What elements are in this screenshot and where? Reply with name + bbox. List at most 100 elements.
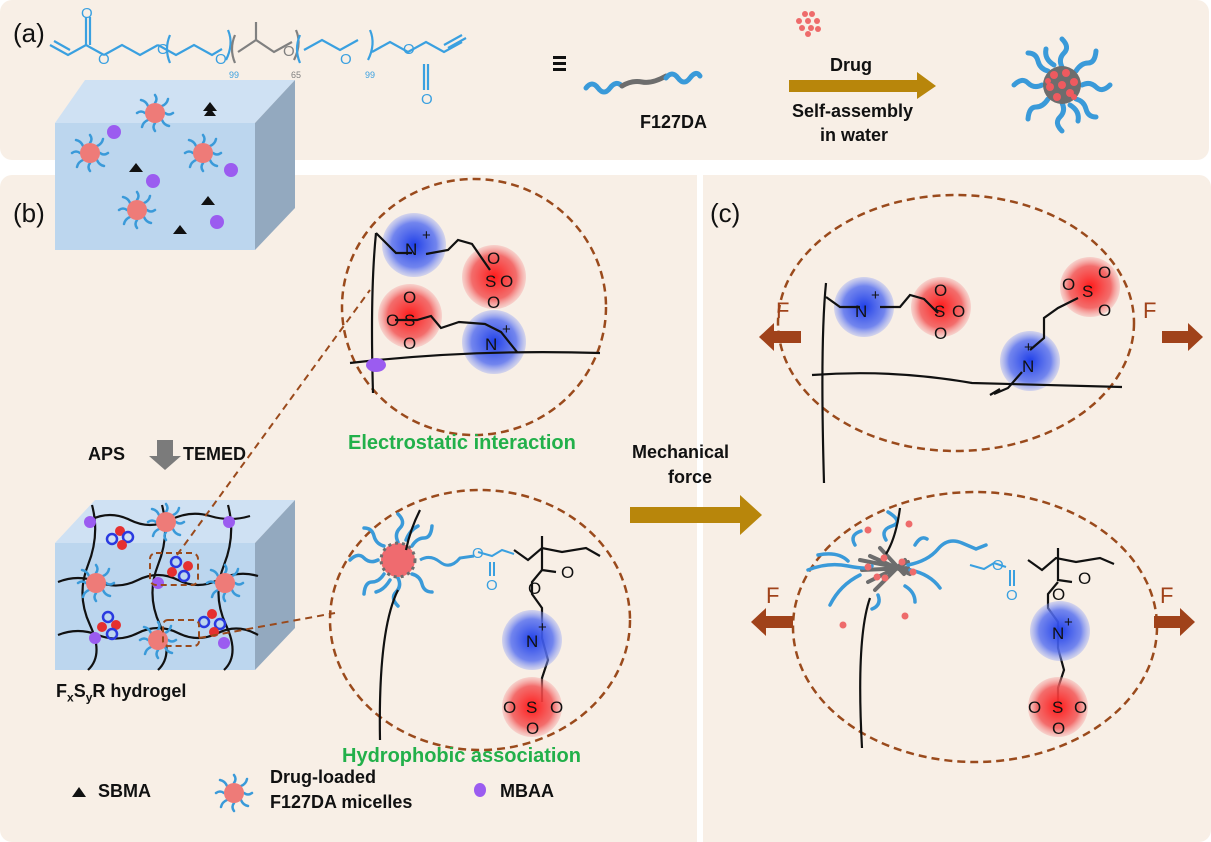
electrostatic-caption: Electrostatic interaction: [348, 432, 576, 454]
oxygen-label: O: [500, 272, 513, 291]
oxygen-label: O: [486, 577, 498, 594]
equivalence-symbol: [553, 56, 566, 71]
oxygen-label: O: [487, 249, 500, 268]
hydrogel-label-x: x: [67, 690, 74, 705]
charge-label: +: [502, 321, 511, 338]
legend-micelle-line1: Drug-loaded: [270, 767, 376, 787]
hydrophobic-zoom: O O O O N + S O O O: [328, 488, 632, 752]
self-assembly-arrow: [789, 72, 936, 99]
oxygen-label: O: [1098, 301, 1111, 320]
self-assembly-label-1: Self-assembly: [792, 101, 914, 121]
legend-icons: [72, 773, 486, 813]
repeat-count: 99: [229, 70, 239, 80]
panel-c-label: (c): [710, 198, 741, 228]
nitrogen-label: N: [526, 632, 538, 651]
atom-o: O: [215, 51, 227, 68]
mechanical-force-arrow: [630, 495, 762, 535]
force-arrow-right-top: [1162, 323, 1203, 351]
oxygen-label: O: [550, 698, 563, 717]
electrostatic-zoom: N + S O O O S O O O N +: [340, 177, 608, 437]
hydrogel-label-suffix: R hydrogel: [92, 681, 187, 701]
mechanical-force-label-2: force: [668, 467, 713, 487]
charge-label: +: [538, 619, 547, 636]
mbaa-dot-icon: [474, 783, 486, 797]
sulfur-label: S: [485, 272, 496, 291]
legend-sbma: SBMA: [98, 781, 151, 801]
stretched-hydrophobic-zoom: O O O O N + S O O O: [791, 490, 1159, 764]
stretched-electrostatic-zoom: N + S O O O S O O O N +: [776, 193, 1136, 484]
ion-pair-clusters: [97, 526, 227, 641]
oxygen-label: O: [1074, 698, 1087, 717]
drug-label: Drug: [830, 55, 872, 75]
oxygen-label: O: [487, 293, 500, 312]
atom-o: O: [283, 43, 295, 60]
oxygen-label: O: [1052, 585, 1065, 604]
sulfur-label: S: [404, 311, 415, 330]
oxygen-label: O: [403, 288, 416, 307]
atom-o: O: [157, 41, 169, 58]
charge-label: +: [871, 287, 880, 304]
mbaa-dots: [107, 125, 238, 229]
legend-micelle-line2: F127DA micelles: [270, 792, 413, 812]
force-label-left-top: F: [776, 298, 790, 323]
oxygen-label: O: [526, 719, 539, 738]
hydrogel-label-f: F: [56, 681, 67, 701]
charge-label: +: [1064, 614, 1073, 631]
force-label-left-bottom: F: [766, 583, 780, 608]
monomer-solution-box: [55, 80, 295, 250]
temed-label: TEMED: [183, 444, 246, 464]
sulfur-label: S: [934, 302, 945, 321]
atom-o: O: [81, 5, 93, 22]
legend-mbaa: MBAA: [500, 781, 554, 801]
oxygen-label: O: [1006, 587, 1018, 604]
oxygen-label: O: [952, 302, 965, 321]
oxygen-label: O: [934, 281, 947, 300]
force-label-right-bottom: F: [1160, 583, 1174, 608]
highlight-box-hydrophobic: [162, 619, 200, 647]
hydrophobic-caption: Hydrophobic association: [342, 745, 581, 767]
force-label-right-top: F: [1143, 298, 1157, 323]
force-arrow-left-bottom: [751, 608, 793, 636]
charge-label: +: [422, 227, 431, 244]
force-arrows: [751, 323, 1203, 636]
force-arrow-right-bottom: [1154, 608, 1195, 636]
oxygen-label: O: [992, 557, 1004, 574]
nitrogen-label: N: [855, 302, 867, 321]
oxygen-label: O: [1052, 719, 1065, 738]
aps-label: APS: [88, 444, 126, 464]
sbma-triangles: [129, 102, 217, 234]
f127da-structure: [49, 17, 467, 90]
hydrogel-label-s: S: [73, 681, 86, 701]
atom-o: O: [403, 41, 415, 58]
highlight-box-electrostatic: [149, 552, 199, 586]
oxygen-label: O: [1028, 698, 1041, 717]
nitrogen-label: N: [485, 335, 497, 354]
drug-loaded-micelle-icon: [1011, 36, 1113, 134]
oxygen-label: O: [503, 698, 516, 717]
force-arrow-left-top: [759, 323, 801, 351]
micelle-icon: [214, 773, 254, 813]
charge-label: +: [1024, 339, 1033, 356]
hydrogel-box: [55, 500, 295, 671]
panel-a-label: (a): [13, 18, 45, 48]
oxygen-label: O: [1098, 263, 1111, 282]
oxygen-label: O: [403, 334, 416, 353]
oxygen-label: O: [1062, 275, 1075, 294]
polymer-name: F127DA: [640, 112, 708, 132]
nitrogen-label: N: [1022, 357, 1034, 376]
repeat-count: 99: [365, 70, 375, 80]
sbma-triangle-icon: [72, 787, 86, 797]
zoom-leader-lines: [176, 289, 371, 639]
f127da-chain-icon: [583, 70, 703, 95]
hydrogel-label: FxSyR hydrogel: [56, 681, 186, 705]
atom-o: O: [421, 91, 433, 108]
oxygen-label: O: [528, 579, 541, 598]
atom-o: O: [340, 51, 352, 68]
polymerization-arrow: [149, 440, 181, 470]
sulfur-label: S: [526, 698, 537, 717]
panel-b-label: (b): [13, 198, 45, 228]
drug-dots-icon: [796, 11, 821, 37]
mechanical-force-label-1: Mechanical: [632, 442, 730, 462]
sulfur-label: S: [1082, 282, 1093, 301]
